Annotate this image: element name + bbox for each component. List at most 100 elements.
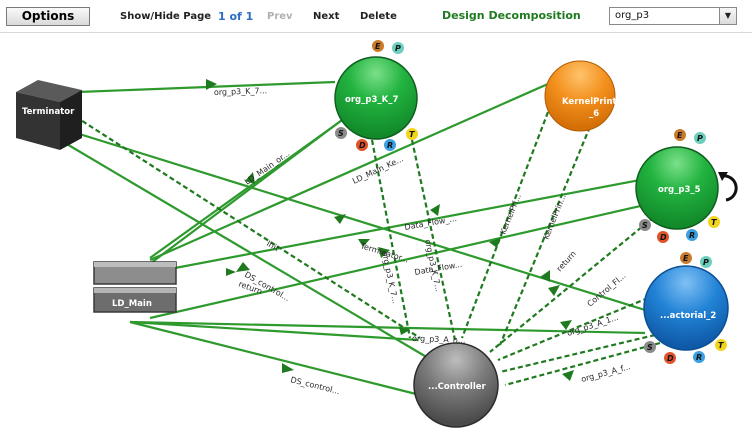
ld-main-shape-top-shade: [94, 262, 176, 267]
edge-fan-controller[interactable]: [129, 320, 421, 397]
arrow-head: [489, 238, 500, 248]
badge-d[interactable]: [664, 352, 676, 364]
show-hide-page-button[interactable]: Show/Hide Page: [120, 11, 212, 22]
badge-s-text: S: [647, 343, 653, 352]
page-indicator: 1 of 1: [218, 10, 254, 23]
edge-factorial-controller-c[interactable]: [504, 341, 661, 387]
factorial-2-node[interactable]: ...actorial_2 E P S D R T: [643, 252, 729, 364]
badge-s[interactable]: [639, 219, 651, 231]
diagram-select[interactable]: org_p3 ▼: [609, 7, 737, 25]
ld-main-node[interactable]: LD_Main: [93, 261, 177, 313]
arrow-head: [206, 79, 217, 90]
edge-ldmain-kernelprint[interactable]: [149, 70, 576, 262]
edge-orgk7-ldmain-2[interactable]: [134, 119, 343, 276]
org-p3-5-node[interactable]: org_p3_5 E P S D R T: [635, 129, 738, 243]
edge-label: org_p3_A_1...: [566, 313, 620, 338]
toolbar-divider: [0, 32, 752, 33]
badge-d[interactable]: [356, 139, 368, 151]
badge-r[interactable]: [693, 351, 705, 363]
edge-label: org_p3_A_f...: [580, 362, 631, 384]
badge-p-text: P: [703, 258, 709, 267]
badge-s[interactable]: [644, 341, 656, 353]
badge-e-text: E: [677, 131, 683, 140]
options-button[interactable]: Options: [6, 7, 90, 26]
badge-p[interactable]: [392, 42, 404, 54]
terminator-label: Terminator: [22, 107, 75, 117]
badge-r-text: R: [689, 231, 695, 240]
kernelprint-6-label-line2: _6: [589, 109, 599, 119]
badge-r[interactable]: [686, 229, 698, 241]
badge-t-text: T: [409, 130, 415, 139]
badge-t-text: T: [718, 341, 724, 350]
edge-ldmain-factorial[interactable]: [149, 203, 646, 320]
badge-e-text: E: [683, 254, 689, 263]
arrow-head: [560, 320, 572, 330]
arrow-head: [226, 268, 236, 276]
edge-factorial-controller-b[interactable]: [499, 333, 656, 374]
edge-kernelprint-controller-b[interactable]: [498, 111, 598, 346]
self-loop-arrow: [718, 172, 728, 181]
badge-r-text: R: [387, 141, 393, 150]
badge-e-text: E: [375, 42, 381, 51]
delete-button[interactable]: Delete: [360, 11, 397, 22]
org-p3-5-label: org_p3_5: [658, 185, 701, 195]
edge-label: return: [555, 249, 578, 273]
badge-e[interactable]: [680, 252, 692, 264]
terminator-cube-side: [60, 90, 82, 150]
edge-orgp3-5-controller[interactable]: [489, 211, 661, 353]
ld-main-shape-bottom-shade: [94, 288, 176, 293]
page-title: Design Decomposition: [442, 9, 581, 22]
prev-button[interactable]: Prev: [267, 11, 293, 22]
badge-r-text: R: [696, 353, 702, 362]
arrow-head: [399, 327, 410, 335]
terminator-node[interactable]: Terminator: [16, 80, 82, 150]
arrow-head: [430, 204, 440, 216]
edge-label: LD_Main_or...: [243, 149, 291, 187]
kernelprint-6-node[interactable]: KernelPrint _6: [544, 60, 617, 132]
arrow-head: [334, 214, 346, 224]
org-p3-5-circle: [635, 146, 719, 230]
badge-t[interactable]: [715, 339, 727, 351]
badge-d-text: D: [660, 233, 667, 242]
arrow-head: [245, 172, 255, 184]
org-p3-k-7-node[interactable]: org_p3_K_7 E P S D R T: [334, 40, 418, 151]
edge-kernelprint-controller-a[interactable]: [460, 111, 550, 339]
edge-terminator-controller-dashed[interactable]: [61, 107, 421, 339]
edge-terminator-controller[interactable]: [59, 139, 441, 366]
controller-node[interactable]: ...Controller: [413, 342, 499, 428]
arrow-head: [562, 370, 574, 381]
edge-fan-factorial[interactable]: [129, 320, 646, 335]
badge-d-text: D: [667, 354, 674, 363]
next-button[interactable]: Next: [313, 11, 340, 22]
edge-label: DS_control...: [290, 375, 341, 396]
badge-s[interactable]: [335, 127, 347, 139]
arrow-head: [540, 270, 550, 282]
badge-e[interactable]: [674, 129, 686, 141]
badge-r[interactable]: [384, 139, 396, 151]
badge-d[interactable]: [657, 231, 669, 243]
badge-p[interactable]: [700, 256, 712, 268]
badge-t[interactable]: [708, 216, 720, 228]
arrow-heads: [206, 79, 574, 381]
controller-label: ...Controller: [428, 382, 487, 392]
edge-fan-return[interactable]: [129, 320, 419, 342]
chevron-down-icon[interactable]: ▼: [719, 8, 736, 24]
self-loop-icon[interactable]: [721, 174, 738, 202]
edge-orgk7-controller-a[interactable]: [370, 139, 412, 339]
badge-s-text: S: [642, 221, 648, 230]
org-p3-k-7-label: org_p3_K_7: [345, 95, 398, 105]
org-p3-k-7-circle: [334, 56, 418, 140]
terminator-cube-front: [16, 92, 60, 150]
edge-label: KernelPrin...: [542, 193, 568, 241]
badge-e[interactable]: [372, 40, 384, 52]
edge-factorial-controller-a[interactable]: [497, 296, 649, 362]
edge-orgk7-controller-b[interactable]: [410, 139, 457, 341]
badge-t[interactable]: [406, 128, 418, 140]
arrow-head: [358, 239, 370, 247]
dashed-edges: [61, 107, 661, 387]
badge-p-text: P: [395, 44, 401, 53]
arrow-head: [282, 363, 294, 373]
badge-p[interactable]: [694, 132, 706, 144]
factorial-2-label: ...actorial_2: [660, 311, 716, 321]
